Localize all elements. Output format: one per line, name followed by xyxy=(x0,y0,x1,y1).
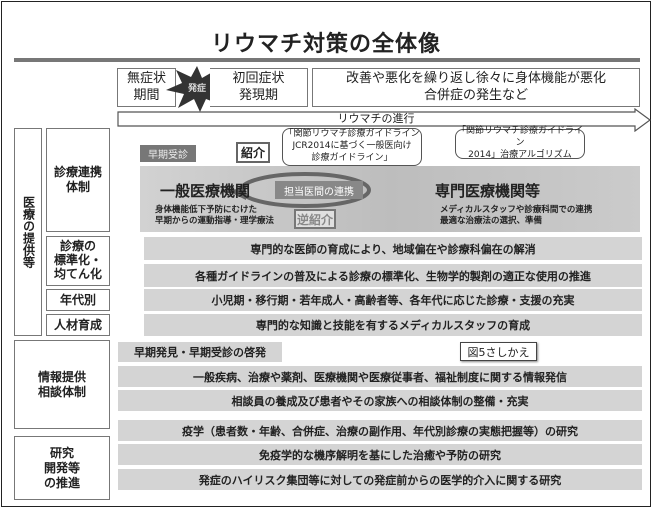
info-label: 情報提供 相談体制 xyxy=(14,340,110,429)
stage-first-symptom: 初回症状 発現期 xyxy=(210,68,308,107)
bar-standard-2: 各種ガイドラインの普及による診療の標準化、生物学的製剤の適正な使用の推進 xyxy=(144,264,642,287)
progression-arrow xyxy=(117,108,651,132)
bar-age: 小児期・移行期・若年成人・高齢者等、各年代に応じた診療・支援の充実 xyxy=(144,289,642,311)
reverse-referral-tag: 逆紹介 xyxy=(294,209,336,229)
bar-standard-1: 専門的な医師の育成により、地域偏在や診療科偏在の解消 xyxy=(144,237,642,260)
medical-provision-label: 医療の提供等 xyxy=(14,128,42,336)
standardization-label: 診療の 標準化・ 均てん化 xyxy=(46,236,110,286)
hr-label: 人材育成 xyxy=(46,314,110,336)
doctor-link-tag: 担当医間の連携 xyxy=(275,181,363,199)
page-title: リウマチ対策の全体像 xyxy=(210,32,441,57)
bar-info-1: 一般疾病、治療や薬剤、医療機関や医療従事者、福祉制度に関する情報発信 xyxy=(118,366,642,387)
stage-asymptomatic: 無症状 期間 xyxy=(117,68,176,107)
referral-tag: 紹介 xyxy=(236,142,270,163)
bar-research-1: 疫学（患者数・年齢、合併症、治療の副作用、年代別診療の実態把握等）の研究 xyxy=(118,420,642,441)
bar-info-head: 早期発見・早期受診の啓発 xyxy=(118,342,282,362)
bar-info-2: 相談員の養成及び患者やその家族への相談体制の整備・充実 xyxy=(118,390,642,411)
progression-label: リウマチの進行 xyxy=(337,112,415,125)
cycle-arrows xyxy=(230,172,371,208)
title-divider xyxy=(14,58,640,62)
stage-progression: 改善や悪化を繰り返し徐々に身体機能が悪化 合併症の発生など xyxy=(312,68,640,107)
collab-label: 診療連携 体制 xyxy=(46,128,110,232)
early-visit-tag: 早期受診 xyxy=(140,145,196,162)
bar-research-3: 発症のハイリスク集団等に対しての発症前からの医学的介入に関する研究 xyxy=(118,469,642,490)
specialist-institution-title: 専門医療機関等 xyxy=(435,182,541,200)
age-label: 年代別 xyxy=(46,289,110,311)
tooltip: 図5さしかえ xyxy=(460,342,537,361)
general-institution-title: 一般医療機関 xyxy=(160,182,251,200)
guideline-callout-2: 「関節リウマチ診療ガイドライン 2014」治療アルゴリズム xyxy=(455,126,585,160)
bar-research-2: 免疫学的な機序解明を基にした治癒や予防の研究 xyxy=(118,444,642,465)
research-label: 研究 開発等 の推進 xyxy=(14,436,110,500)
guideline-callout-1: 「関節リウマチ診療ガイドライン JCR2014に基づく一般医向け 診療ガイドライ… xyxy=(282,128,422,166)
onset-label: 発症 xyxy=(187,84,206,94)
general-institution-desc: 身体機能低下予防にむけた 早期からの運動指導・理学療法 xyxy=(155,205,275,227)
specialist-institution-desc: メディカルスタッフや診療科間での連携 最適な治療法の選択、準備 xyxy=(440,205,593,227)
bar-hr: 専門的な知識と技能を有するメディカルスタッフの育成 xyxy=(144,314,642,336)
collab-panel xyxy=(140,166,640,232)
